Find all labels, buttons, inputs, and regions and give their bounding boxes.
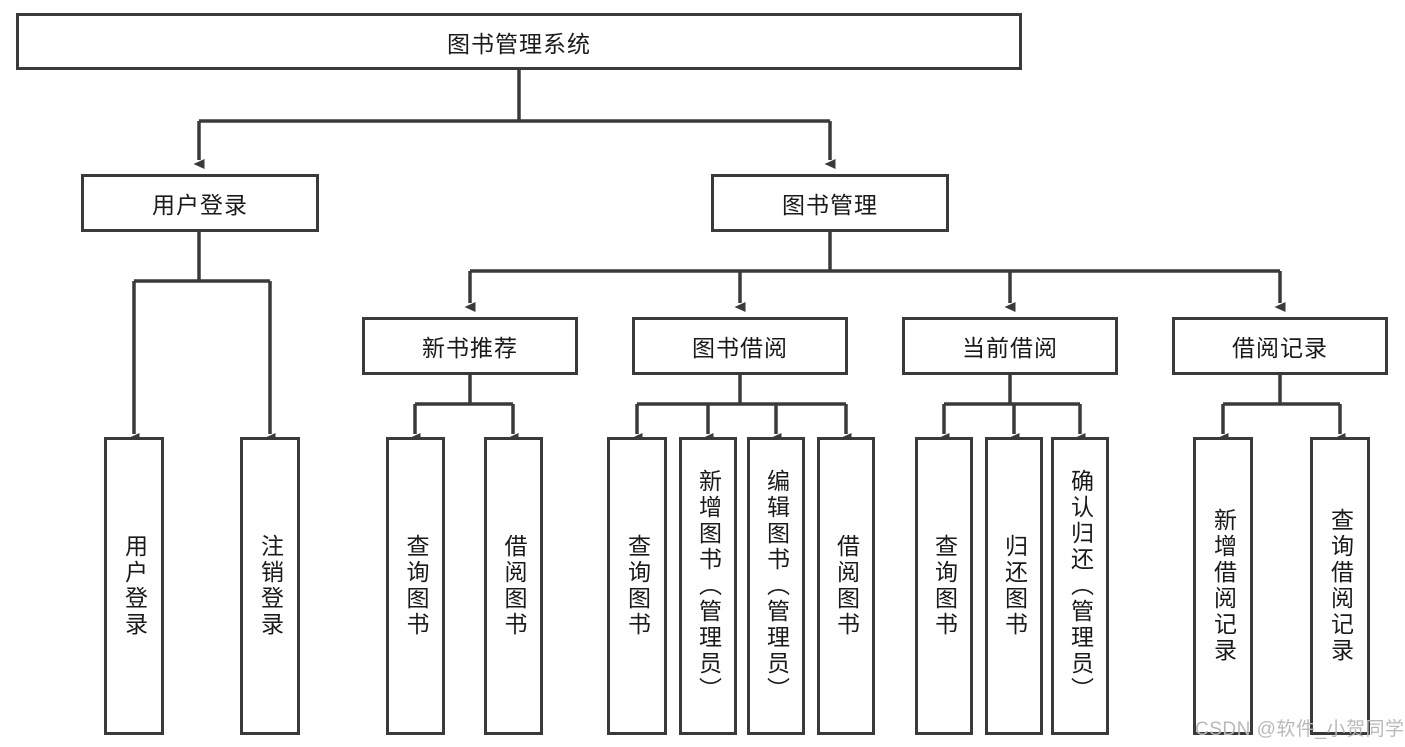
watermark-label: CSDN @软件_小贺同学 xyxy=(1195,719,1405,740)
node-label: 查询借阅记录 xyxy=(1327,508,1354,664)
node-label: 图书借阅 xyxy=(692,335,788,361)
node-leaf-borrow-book-1[interactable]: 借阅图书 xyxy=(484,437,543,735)
node-leaf-user-login[interactable]: 用户登录 xyxy=(104,437,164,735)
node-leaf-logout-login[interactable]: 注销登录 xyxy=(240,437,300,735)
node-leaf-query-book-2[interactable]: 查询图书 xyxy=(607,437,667,735)
node-book-borrow[interactable]: 图书借阅 xyxy=(632,317,848,375)
node-label: 新增借阅记录 xyxy=(1210,508,1237,664)
node-label: 新书推荐 xyxy=(422,335,518,361)
node-leaf-add-book[interactable]: 新增图书（管理员） xyxy=(679,437,737,735)
node-label: 图书管理 xyxy=(782,192,878,218)
node-label: 编辑图书（管理员） xyxy=(763,469,790,703)
node-label: 查询图书 xyxy=(931,534,958,638)
node-leaf-query-record[interactable]: 查询借阅记录 xyxy=(1310,437,1370,735)
node-leaf-edit-book[interactable]: 编辑图书（管理员） xyxy=(747,437,805,735)
node-label: 借阅记录 xyxy=(1232,335,1328,361)
node-leaf-return-book[interactable]: 归还图书 xyxy=(985,437,1043,735)
node-system-root[interactable]: 图书管理系统 xyxy=(16,13,1022,70)
node-label: 当前借阅 xyxy=(962,335,1058,361)
node-label: 确认归还（管理员） xyxy=(1067,469,1094,703)
node-label: 查询图书 xyxy=(403,534,429,638)
node-book-management[interactable]: 图书管理 xyxy=(711,174,949,232)
node-label: 新增图书（管理员） xyxy=(695,469,722,703)
node-leaf-confirm-return[interactable]: 确认归还（管理员） xyxy=(1051,437,1109,735)
node-new-book-recommend[interactable]: 新书推荐 xyxy=(362,317,578,375)
node-borrow-record[interactable]: 借阅记录 xyxy=(1172,317,1388,375)
node-user-login[interactable]: 用户登录 xyxy=(81,174,319,232)
node-label: 查询图书 xyxy=(624,534,651,638)
node-label: 用户登录 xyxy=(121,534,148,638)
node-leaf-borrow-book-2[interactable]: 借阅图书 xyxy=(817,437,875,735)
node-label: 借阅图书 xyxy=(501,534,527,638)
node-label: 图书管理系统 xyxy=(447,30,591,57)
node-label: 注销登录 xyxy=(257,534,284,638)
node-label: 归还图书 xyxy=(1001,534,1028,638)
node-leaf-query-book-3[interactable]: 查询图书 xyxy=(915,437,973,735)
node-label: 借阅图书 xyxy=(833,534,860,638)
node-leaf-query-book-1[interactable]: 查询图书 xyxy=(386,437,445,735)
node-current-borrow[interactable]: 当前借阅 xyxy=(902,317,1118,375)
node-leaf-add-record[interactable]: 新增借阅记录 xyxy=(1193,437,1253,735)
node-label: 用户登录 xyxy=(152,192,248,218)
